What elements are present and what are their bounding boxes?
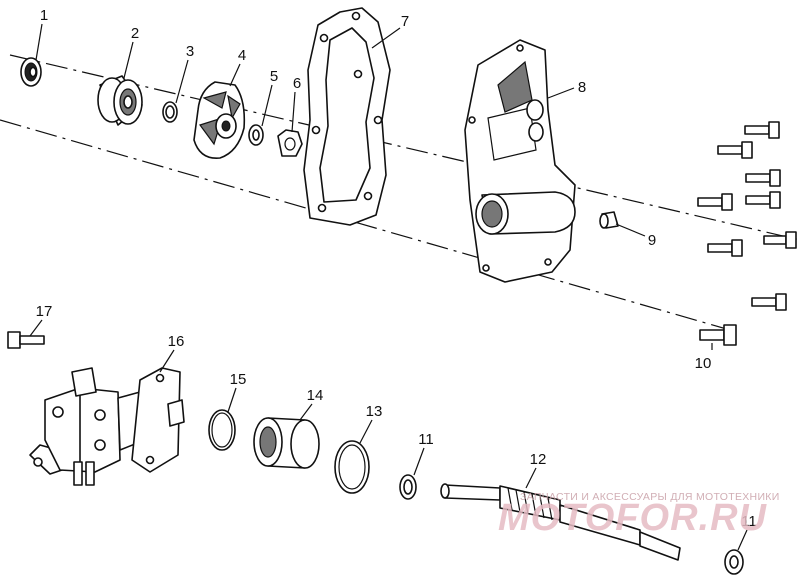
part-15-o-ring bbox=[208, 409, 236, 451]
part-16-oil-pump bbox=[29, 367, 185, 486]
callout-14: 14 bbox=[307, 387, 324, 404]
callout-1: 1 bbox=[40, 7, 48, 24]
part-13-o-ring bbox=[334, 440, 370, 494]
callout-8: 8 bbox=[578, 79, 586, 96]
callout-15: 15 bbox=[230, 371, 247, 388]
part-14-sleeve bbox=[253, 417, 320, 469]
callout-11-upper: 11 bbox=[418, 431, 434, 448]
watermark-tagline: ЗАПЧАСТИ И АКСЕССУАРЫ ДЛЯ МОТОТЕХНИКИ bbox=[520, 491, 780, 503]
center-lines bbox=[0, 54, 800, 331]
part-11-washer-upper bbox=[399, 474, 417, 500]
callout-6: 6 bbox=[293, 75, 301, 92]
callout-17: 17 bbox=[36, 303, 53, 320]
part-4-impeller bbox=[193, 81, 246, 159]
part-3-ring bbox=[162, 101, 178, 123]
callout-16: 16 bbox=[168, 333, 185, 350]
callout-labels: 1 2 3 4 5 6 7 8 9 10 17 16 15 14 13 11 1… bbox=[36, 7, 757, 530]
part-17-bolt bbox=[7, 331, 45, 349]
part-12-shaft bbox=[440, 483, 681, 561]
callout-3: 3 bbox=[186, 43, 194, 60]
part-6-nut bbox=[277, 129, 303, 157]
callout-2: 2 bbox=[131, 25, 139, 42]
callout-4: 4 bbox=[238, 47, 246, 64]
part-8-pump-cover bbox=[464, 39, 576, 283]
callout-7: 7 bbox=[401, 13, 409, 30]
watermark: ЗАПЧАСТИ И АКСЕССУАРЫ ДЛЯ МОТОТЕХНИКИ MO… bbox=[498, 491, 780, 539]
callout-12: 12 bbox=[530, 451, 547, 468]
part-1-seal bbox=[20, 57, 42, 87]
leader-lines bbox=[29, 23, 748, 551]
watermark-brand: MOTOFOR.RU bbox=[498, 497, 768, 539]
part-10-bolts bbox=[697, 121, 797, 346]
part-9-plug bbox=[599, 211, 619, 229]
part-2-bearing bbox=[97, 75, 143, 126]
callout-5: 5 bbox=[270, 68, 278, 85]
callout-13: 13 bbox=[366, 403, 383, 420]
callout-9: 9 bbox=[648, 232, 656, 249]
callout-10: 10 bbox=[695, 355, 712, 372]
part-11-washer-lower bbox=[724, 549, 744, 575]
part-5-washer bbox=[248, 124, 264, 146]
part-7-gasket bbox=[303, 7, 391, 226]
callout-11-lower: 11 bbox=[741, 513, 757, 530]
